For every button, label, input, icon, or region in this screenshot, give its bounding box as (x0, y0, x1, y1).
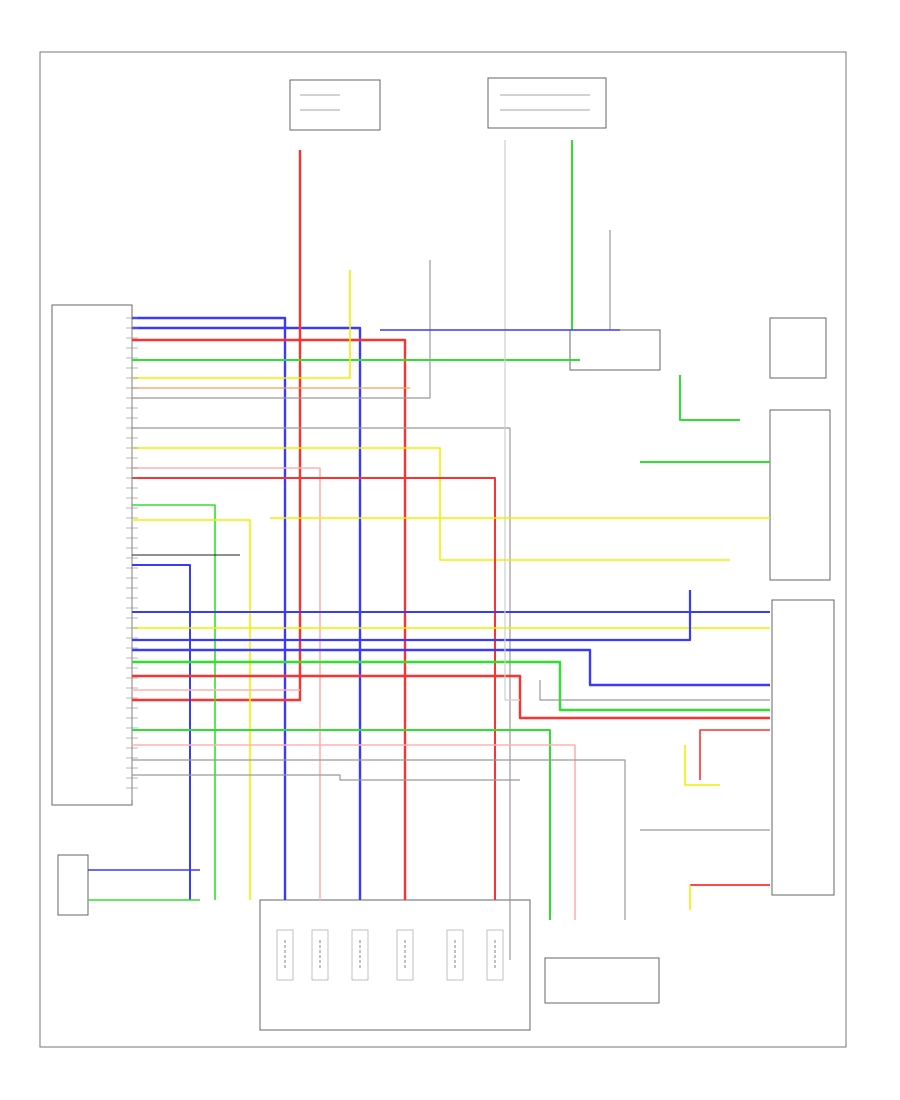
solenoid-group (276, 929, 504, 981)
wire-yellow-2 (132, 447, 730, 561)
solenoid-6 (486, 929, 504, 981)
wire-red-4 (699, 729, 770, 780)
solenoid-3 (351, 929, 369, 981)
wire-pink-1 (132, 467, 321, 900)
wire-red-1 (132, 338, 407, 900)
speed-sensor-box (544, 957, 660, 1004)
wire-gray-2 (132, 427, 511, 960)
wire-gray-3 (132, 759, 626, 920)
wire-green-5 (679, 375, 740, 421)
solenoid-5 (446, 929, 464, 981)
wire-pink-3 (132, 744, 576, 920)
fuse-box-right (487, 77, 607, 129)
wire-green-4 (132, 729, 551, 920)
solenoid-2 (311, 929, 329, 981)
wire-red-main (132, 150, 302, 702)
wire-blue-3 (132, 564, 191, 900)
wire-yellow-6 (684, 745, 720, 786)
wire-red-3 (132, 674, 770, 720)
wire-gray-6 (539, 680, 770, 701)
wire-blue-1 (132, 316, 287, 900)
wire-blue-2 (132, 326, 362, 900)
wire-green-2 (132, 504, 216, 900)
sensor-box-left (57, 854, 89, 916)
range-switch-box (771, 599, 835, 896)
wire-white-1 (504, 140, 520, 701)
tcm-connector (51, 304, 133, 806)
fuse-box-left (289, 79, 381, 131)
wire-blue-5 (132, 590, 692, 642)
wire-yellow-top (132, 270, 351, 379)
wire-red-2 (132, 477, 496, 900)
diagram-frame (39, 51, 847, 1048)
wire-blue-6 (132, 648, 770, 687)
tcm-pin-ticks (126, 317, 138, 789)
solenoid-1 (276, 929, 294, 981)
solenoid-bracket (259, 899, 531, 1031)
brake-relay-box (569, 329, 661, 371)
wire-green-3 (132, 660, 770, 712)
wire-gray-4 (132, 774, 520, 781)
wire-harness (88, 140, 770, 960)
solenoid-4 (396, 929, 414, 981)
wire-gray-1 (132, 260, 431, 399)
wire-yellow-3 (132, 519, 251, 900)
right-connector-top (769, 317, 827, 379)
right-connector-mid (769, 409, 831, 581)
